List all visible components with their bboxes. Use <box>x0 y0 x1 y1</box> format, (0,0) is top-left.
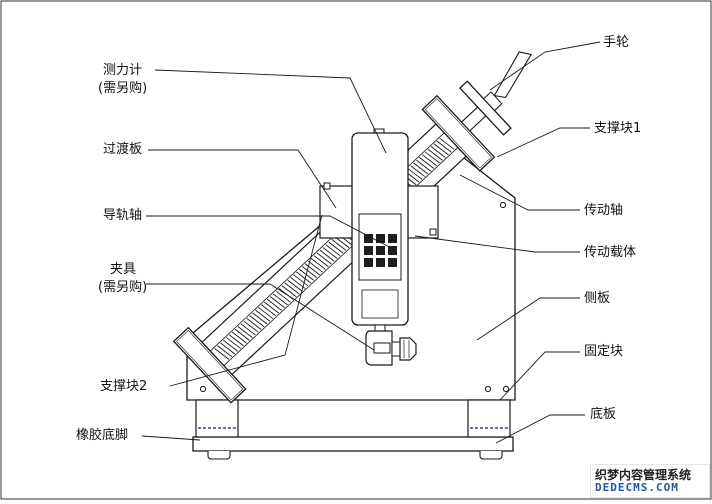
leader-lines <box>141 41 601 444</box>
label-force-gauge: 测力计 <box>103 63 143 78</box>
label-guide-shaft: 导轨轴 <box>103 208 143 223</box>
watermark-badge: 织梦内容管理系统 DEDECMS.COM <box>590 464 710 498</box>
label-support-block-1: 支撑块1 <box>594 121 642 136</box>
label-adapter-plate: 过渡板 <box>103 142 143 157</box>
fixing-block-left <box>195 399 239 438</box>
fixing-block-right <box>467 399 511 438</box>
force-gauge <box>351 128 409 326</box>
label-support-block-2: 支撑块2 <box>100 379 148 394</box>
label-drive-shaft: 传动轴 <box>584 203 624 218</box>
clamp <box>365 324 417 366</box>
label-force-gauge-note: (需另购) <box>98 81 148 96</box>
label-clamp-note: (需另购) <box>98 280 148 295</box>
label-rubber-foot: 橡胶底脚 <box>76 428 129 443</box>
label-drive-carrier: 传动载体 <box>584 245 637 260</box>
label-base-plate: 底板 <box>590 407 617 422</box>
label-clamp: 夹具 <box>110 262 137 277</box>
rubber-foot-left <box>207 451 231 460</box>
label-side-plate: 侧板 <box>584 291 611 306</box>
force-gauge-keypad <box>364 234 397 267</box>
watermark-line1: 织梦内容管理系统 <box>595 468 692 482</box>
base-plate <box>192 436 514 452</box>
label-fixing-block: 固定块 <box>584 344 624 359</box>
rubber-foot-right <box>479 451 503 460</box>
label-handwheel: 手轮 <box>603 35 630 50</box>
watermark-line2: DEDECMS.COM <box>595 481 679 494</box>
